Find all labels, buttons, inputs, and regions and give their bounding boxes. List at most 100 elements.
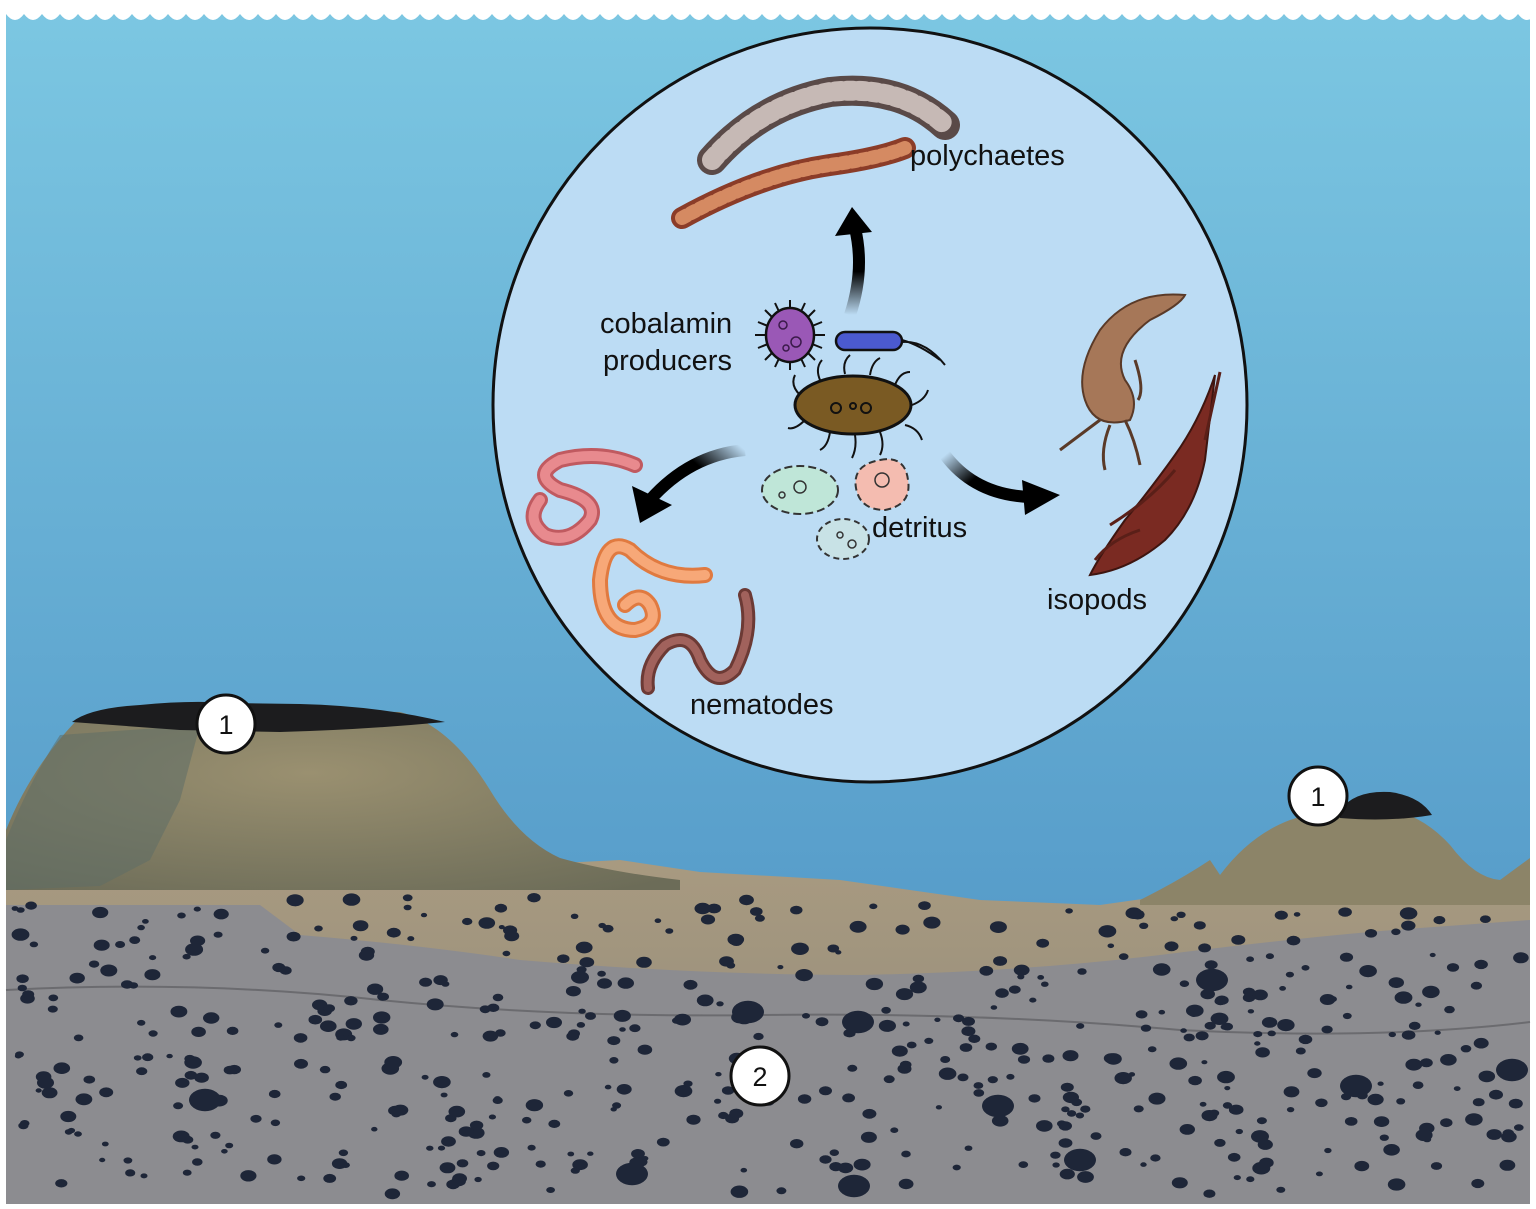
nodule <box>878 1019 897 1032</box>
nodule <box>1301 965 1310 971</box>
nodule <box>1252 989 1268 1001</box>
nodule <box>1204 1021 1216 1030</box>
nodule <box>777 965 784 970</box>
nodule <box>529 1021 541 1030</box>
nodule <box>1388 977 1405 988</box>
nodule <box>407 936 415 942</box>
nodule <box>437 1145 446 1151</box>
nodule <box>729 1108 744 1119</box>
nodule <box>142 1053 154 1062</box>
nodule <box>587 1151 594 1156</box>
nodule <box>1286 1107 1295 1113</box>
nodule <box>1315 1098 1328 1108</box>
nodule <box>1359 965 1377 978</box>
nodule <box>384 1188 401 1200</box>
nodule <box>1434 1030 1441 1035</box>
nodule <box>1013 964 1030 976</box>
nodule <box>494 903 508 913</box>
cobalamin-label-line1: cobalamin <box>600 308 732 340</box>
nodule <box>982 1094 1014 1118</box>
nodule <box>853 1158 871 1171</box>
ferromanganese-crust-left <box>72 701 445 732</box>
nodule <box>790 1139 804 1149</box>
nodule <box>488 1114 496 1120</box>
nodule <box>1125 907 1143 919</box>
nodule <box>865 977 884 991</box>
nodule <box>992 922 1007 932</box>
nodule <box>1179 1124 1196 1135</box>
nodule <box>191 1144 199 1150</box>
nodule <box>320 1020 337 1032</box>
nodule <box>923 916 941 929</box>
nodule <box>74 1131 82 1137</box>
nodule <box>1486 1129 1502 1140</box>
nodule <box>1412 1081 1424 1089</box>
nodule <box>293 1033 308 1043</box>
nodule <box>268 1089 281 1099</box>
nodule <box>802 1013 810 1019</box>
nodule <box>210 1131 221 1139</box>
nodule <box>170 1005 188 1018</box>
nodule <box>1118 953 1129 960</box>
nodule <box>1460 1045 1472 1053</box>
nodule <box>686 1114 701 1125</box>
nodule <box>604 1084 612 1090</box>
nodule <box>1345 984 1353 990</box>
nodule <box>16 907 25 913</box>
nodule <box>829 1149 839 1156</box>
nodule <box>267 1154 282 1165</box>
nodule <box>631 1149 645 1159</box>
nodule <box>184 1054 196 1063</box>
nodule <box>1242 987 1256 997</box>
nodule <box>527 893 541 903</box>
nodule <box>172 1130 190 1143</box>
nodule <box>791 942 809 955</box>
nodule <box>674 1085 693 1098</box>
nodule <box>572 1159 588 1171</box>
nodule <box>140 1173 148 1179</box>
nodule <box>838 1162 854 1174</box>
nodule <box>1193 921 1206 930</box>
nodule <box>750 907 763 916</box>
nodule <box>1037 975 1045 980</box>
nodule <box>1150 1154 1161 1162</box>
nodule <box>452 1173 467 1184</box>
nodule <box>1379 1134 1389 1141</box>
nodule <box>597 978 612 989</box>
nodule <box>1198 943 1211 953</box>
nodule <box>1201 1060 1208 1065</box>
nodule <box>478 917 496 929</box>
nodule <box>100 964 118 977</box>
nodule <box>912 974 925 983</box>
nodule <box>890 1127 899 1133</box>
nodule <box>25 901 37 910</box>
nodule <box>1324 1147 1332 1154</box>
spiky-coccus-icon <box>755 300 825 370</box>
nodule <box>1028 1094 1041 1103</box>
nodule <box>739 894 754 906</box>
nodule <box>940 1056 951 1063</box>
nodule <box>1399 907 1418 920</box>
nodule <box>1473 1037 1489 1049</box>
nodule <box>450 1031 459 1038</box>
nodule <box>1036 1120 1053 1132</box>
nodule <box>1214 1138 1226 1147</box>
nodule <box>1135 1010 1148 1019</box>
nodule <box>842 1010 874 1034</box>
nodule <box>1052 1162 1060 1168</box>
nodule <box>336 1034 346 1041</box>
nodule <box>665 928 674 934</box>
nodule <box>973 1089 985 1097</box>
nodule <box>1152 963 1171 976</box>
nodule <box>419 977 433 987</box>
nodule <box>185 943 204 956</box>
arrow-to-nematodes <box>632 444 746 523</box>
nodule <box>1440 1118 1453 1128</box>
nodule <box>341 1162 350 1168</box>
nodule <box>1203 1189 1216 1198</box>
nodule <box>350 935 358 941</box>
nodule <box>1011 1042 1029 1055</box>
nodule <box>575 941 593 954</box>
nodule <box>504 930 520 942</box>
svg-text:1: 1 <box>218 710 233 740</box>
